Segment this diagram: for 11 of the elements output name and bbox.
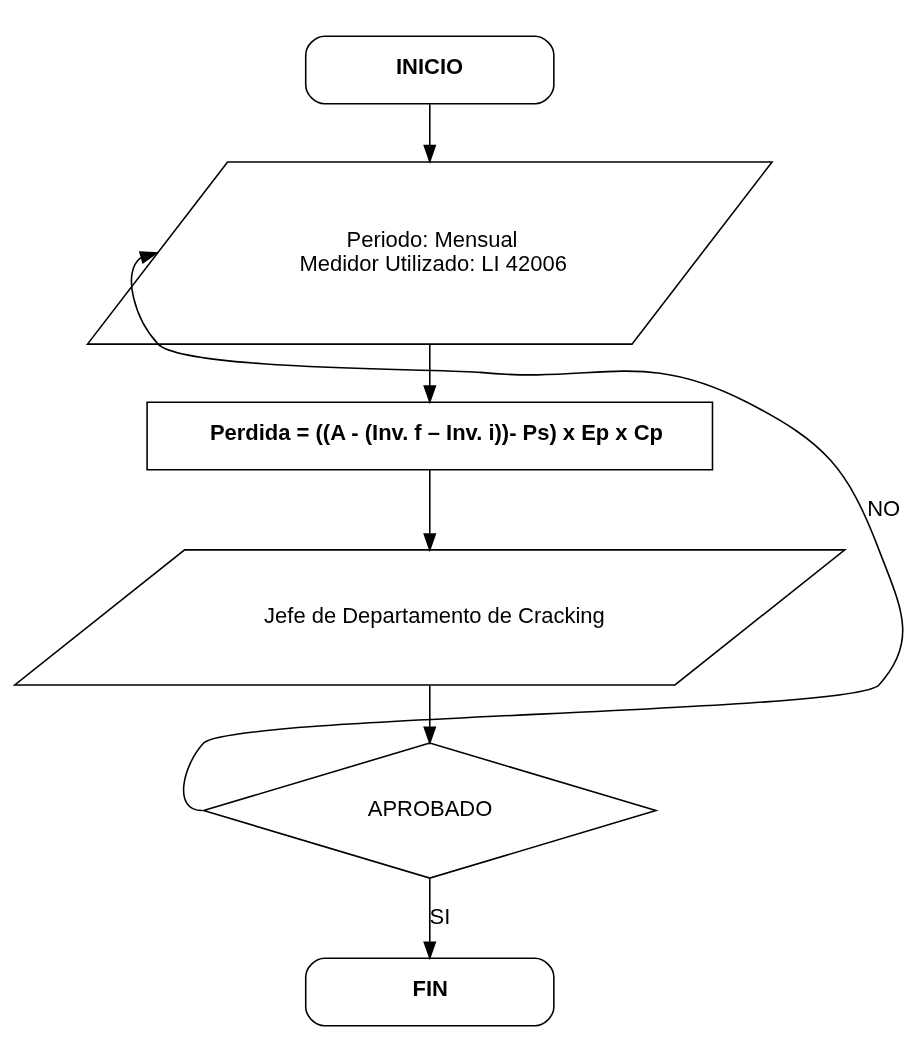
arrow xyxy=(423,877,437,960)
edge-label: NO xyxy=(867,495,901,521)
arrow xyxy=(423,468,437,552)
node-box: Perdida = ((A - (Inv. f – Inv. i))- Ps) x Ep x Cp xyxy=(146,400,714,471)
arrow xyxy=(423,343,437,404)
node-diamond: APROBADO xyxy=(200,741,659,879)
arrow xyxy=(423,684,437,745)
arrow xyxy=(130,250,904,811)
node-box: FIN xyxy=(304,956,555,1026)
arrow xyxy=(423,102,437,164)
node-box: INICIO xyxy=(304,35,555,105)
